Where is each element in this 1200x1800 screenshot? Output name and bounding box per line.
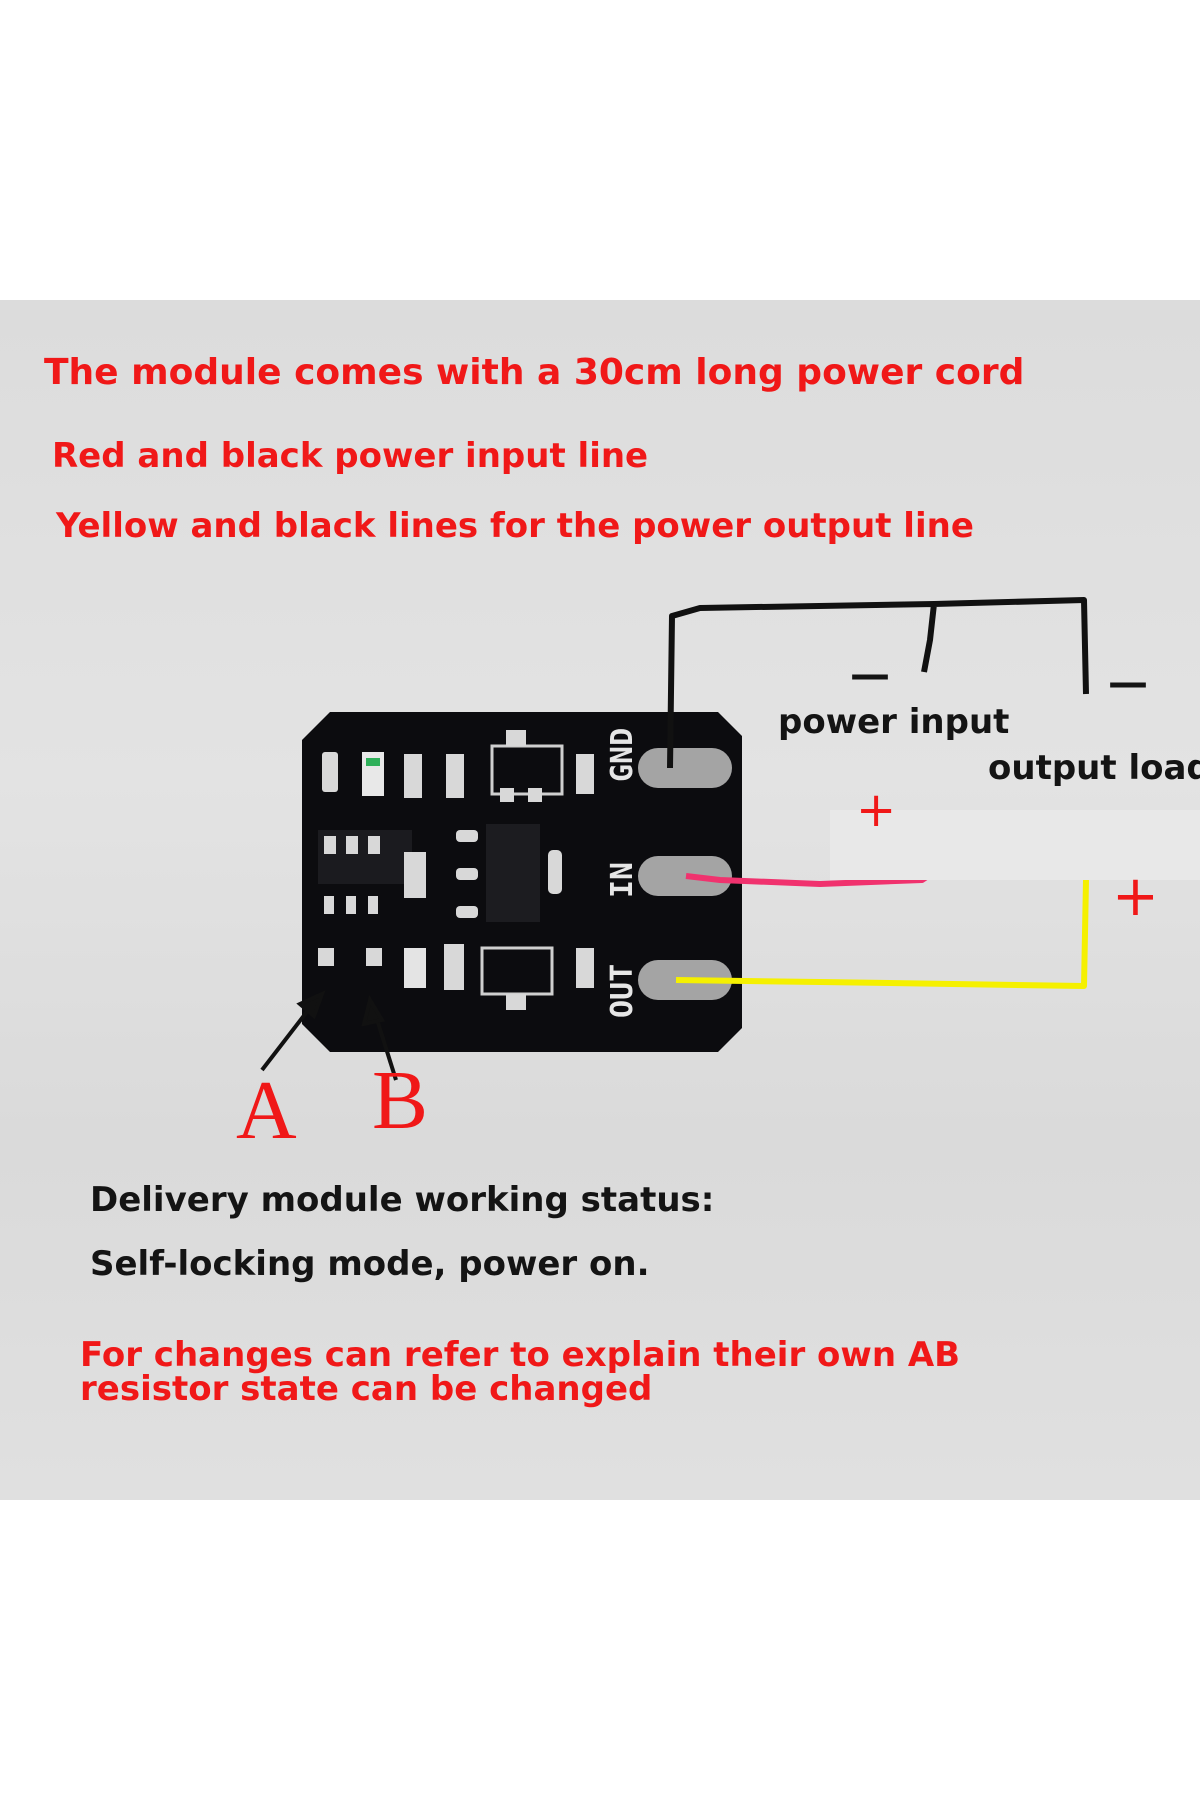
yellow-wire: [675, 879, 1089, 989]
smd-components: [318, 730, 594, 1010]
label-backdrop: [830, 810, 1200, 880]
status-heading: Delivery module working status:: [90, 1180, 715, 1220]
note-output-line: Yellow and black lines for the power out…: [56, 506, 974, 546]
power-input-plus: +: [856, 782, 897, 838]
resistor-b-label: B: [372, 1054, 429, 1147]
label-output-load: output load: [988, 748, 1200, 788]
output-load-minus: —: [1108, 660, 1148, 706]
pin-label-out: OUT: [605, 964, 640, 1018]
power-input-minus: —: [850, 652, 890, 698]
black-wire: [667, 597, 1089, 769]
pin-label-gnd: GND: [605, 728, 640, 782]
note-power-cord: The module comes with a 30cm long power …: [44, 352, 1025, 393]
in-pad: [638, 856, 732, 896]
status-mode: Self-locking mode, power on.: [90, 1244, 650, 1284]
output-load-plus: +: [1112, 864, 1159, 929]
gnd-pad: [638, 748, 732, 788]
resistor-arrows: [260, 990, 398, 1081]
note-input-line: Red and black power input line: [52, 436, 649, 476]
status-note: For changes can refer to explain their o…: [80, 1335, 961, 1409]
label-power-input: power input: [778, 702, 1010, 742]
pin-label-in: IN: [605, 862, 640, 898]
resistor-a-label: A: [236, 1064, 297, 1157]
